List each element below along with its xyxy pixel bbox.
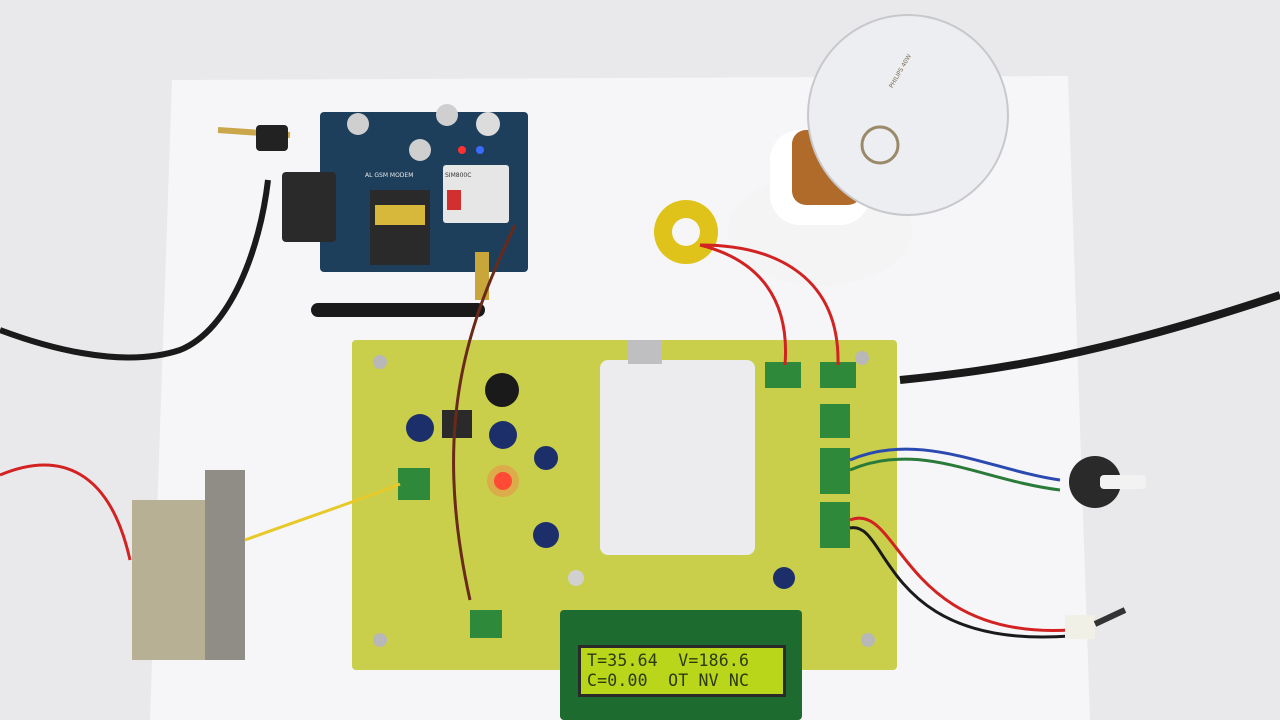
- temperature-probe: [1093, 607, 1127, 627]
- pot-wire: [849, 447, 1061, 482]
- transformer-wire: [244, 482, 401, 542]
- serial-port: [282, 172, 336, 242]
- gsm-module-label: AL GSM MODEM: [365, 172, 414, 179]
- terminal-block: [820, 404, 850, 438]
- temp-sensor-wire: [849, 526, 1071, 639]
- capacitor: [533, 522, 559, 548]
- current-transformer-hole: [672, 218, 700, 246]
- power-cable-left: [0, 179, 271, 361]
- terminal-block: [820, 502, 850, 548]
- arduino-board: [600, 360, 755, 555]
- potentiometer: [1069, 456, 1121, 508]
- capacitor: [534, 446, 558, 470]
- transformer-winding: [205, 470, 245, 660]
- pcb-screw: [373, 355, 387, 369]
- pcb-screw: [855, 351, 869, 365]
- terminal-block: [820, 448, 850, 494]
- bulb-filament: [860, 125, 900, 165]
- lcd-line-1: T=35.64 V=186.6: [587, 651, 750, 670]
- antenna-connector: [475, 252, 489, 300]
- capacitor: [773, 567, 795, 589]
- capacitor: [409, 139, 431, 161]
- capacitor: [347, 113, 369, 135]
- temp-sensor-wire: [849, 516, 1071, 632]
- capacitor: [489, 421, 517, 449]
- buzzer: [485, 373, 519, 407]
- temperature-sensor: [1065, 615, 1095, 639]
- sim-slot-inner: [375, 205, 425, 225]
- pcb-screw: [373, 633, 387, 647]
- sim-slot: [370, 190, 430, 265]
- capacitor: [406, 414, 434, 442]
- light-bulb: [807, 14, 1009, 216]
- terminal-block: [398, 468, 430, 500]
- gsm-status-led: [458, 146, 466, 154]
- usb-connector: [628, 340, 662, 364]
- pot-wire: [849, 457, 1061, 492]
- terminal-block: [765, 362, 801, 388]
- sensor-wire: [699, 243, 840, 366]
- terminal-block: [820, 362, 856, 388]
- mains-wire: [0, 463, 132, 561]
- dc-jack-body: [256, 125, 288, 151]
- power-led: [494, 472, 512, 490]
- power-cable-right: [899, 291, 1280, 384]
- potentiometer-trim: [568, 570, 584, 586]
- gsm-net-led: [476, 146, 484, 154]
- buzzer-top: [476, 112, 500, 136]
- power-led-glow: [487, 465, 519, 497]
- capacitor: [436, 104, 458, 126]
- sensor-wire: [699, 243, 788, 366]
- lcd-screen: T=35.64 V=186.6 C=0.00 OT NV NC: [578, 645, 786, 697]
- gsm-chip-logo: [447, 190, 461, 210]
- pcb-screw: [861, 633, 875, 647]
- terminal-block: [470, 610, 502, 638]
- gsm-wire: [452, 224, 517, 601]
- gsm-chip-label: SIM800C: [445, 172, 472, 179]
- potentiometer-knob: [1100, 475, 1146, 489]
- lcd-line-2: C=0.00 OT NV NC: [587, 671, 750, 690]
